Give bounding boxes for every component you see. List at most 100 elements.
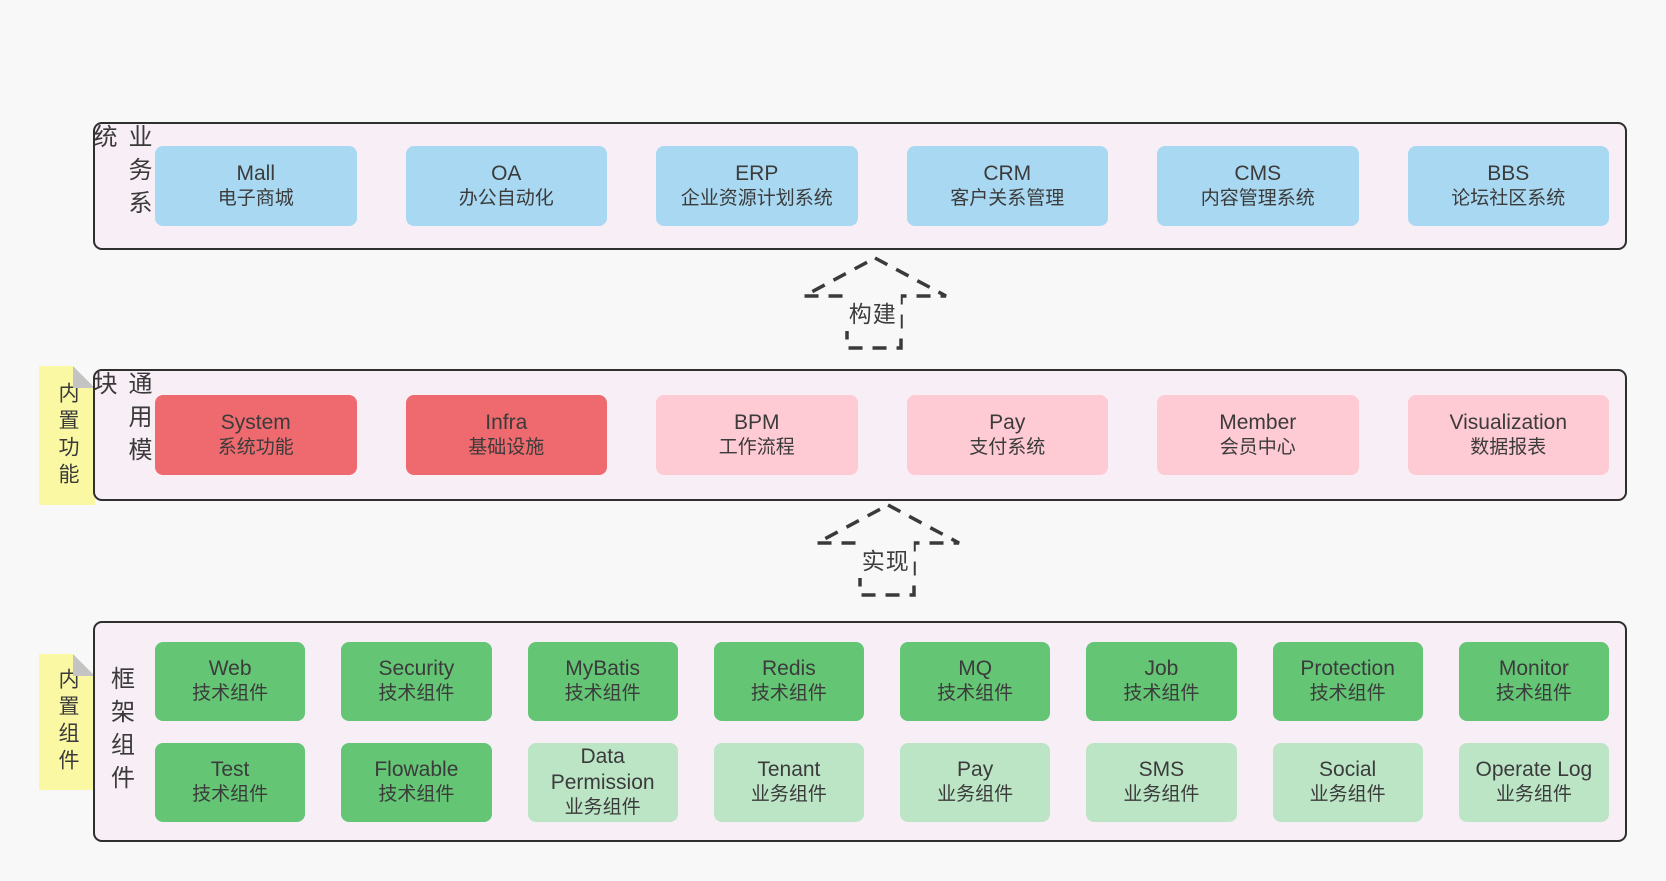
module-desc: 业务组件: [564, 797, 641, 819]
module-name: OA: [491, 162, 522, 185]
sticky-note-label: 内置组件: [56, 668, 79, 776]
arrow-implement-label: 实现: [857, 540, 914, 578]
module-name: Tenant: [757, 757, 821, 781]
module-name: Security: [378, 656, 455, 680]
module-name: Flowable: [374, 757, 459, 781]
module-desc: 技术组件: [564, 683, 641, 705]
module-desc: 业务组件: [937, 784, 1014, 806]
module-box-crm: CRM 客户关系管理: [906, 146, 1108, 226]
module-box-pay: Pay 业务组件: [900, 742, 1051, 822]
module-desc: 技术组件: [192, 784, 269, 806]
panel-side-label-business: 业务系统: [89, 124, 151, 223]
module-box-web: Web 技术组件: [155, 641, 306, 721]
module-box-redis: Redis 技术组件: [713, 641, 864, 721]
module-name: Protection: [1300, 656, 1395, 680]
module-name: Monitor: [1498, 656, 1569, 680]
module-name: System: [220, 411, 291, 434]
module-box-job: Job 技术组件: [1086, 641, 1237, 721]
module-desc: 技术组件: [378, 784, 455, 806]
module-desc: 基础设施: [468, 437, 545, 459]
module-desc: 系统功能: [217, 437, 294, 459]
module-box-social: Social 业务组件: [1272, 742, 1423, 822]
module-desc: 论坛社区系统: [1451, 188, 1566, 210]
module-desc: 企业资源计划系统: [680, 188, 833, 210]
module-name: Web: [208, 656, 252, 680]
panel-side-label-framework: 框架组件: [106, 665, 134, 798]
module-box-pay: Pay 支付系统: [906, 395, 1108, 475]
arrow-implement: 实现: [813, 502, 963, 598]
module-desc: 支付系统: [969, 437, 1046, 459]
module-desc: 技术组件: [1309, 683, 1386, 705]
module-desc: 技术组件: [937, 683, 1014, 705]
module-name: Social: [1319, 757, 1377, 781]
module-box-erp: ERP 企业资源计划系统: [656, 146, 858, 226]
sticky-note-label: 内置功能: [56, 381, 79, 490]
module-name: Operate Log: [1475, 757, 1593, 781]
module-desc: 业务组件: [750, 784, 827, 806]
module-desc: 业务组件: [1309, 784, 1386, 806]
arrow-build-label: 构建: [844, 293, 901, 331]
module-desc: 业务组件: [1495, 784, 1572, 806]
module-box-infra: Infra 基础设施: [405, 395, 607, 475]
module-box-monitor: Monitor 技术组件: [1458, 641, 1609, 721]
module-box-sms: SMS 业务组件: [1086, 742, 1237, 822]
module-desc: 技术组件: [192, 683, 269, 705]
panel-side-label-common: 通用模块: [89, 371, 151, 470]
module-box-protection: Protection 技术组件: [1272, 641, 1423, 721]
module-desc: 会员中心: [1219, 437, 1296, 459]
sticky-note-builtin-functions: 内置功能: [39, 366, 95, 505]
module-box-mq: MQ 技术组件: [900, 641, 1051, 721]
module-name: BPM: [733, 411, 780, 434]
module-name: Pay: [957, 757, 994, 781]
module-desc: 电子商城: [217, 188, 294, 210]
module-box-flowable: Flowable 技术组件: [341, 742, 492, 822]
module-name: MQ: [958, 656, 993, 680]
module-box-mall: Mall 电子商城: [155, 146, 357, 226]
module-name: Pay: [989, 411, 1026, 434]
module-box-operate-log: Operate Log 业务组件: [1458, 742, 1609, 822]
sticky-note-builtin-components: 内置组件: [39, 654, 95, 790]
module-desc: 技术组件: [1123, 683, 1200, 705]
module-name: CMS: [1234, 162, 1282, 185]
module-name: SMS: [1138, 757, 1185, 781]
module-name: CRM: [983, 162, 1032, 185]
module-box-cms: CMS 内容管理系统: [1157, 146, 1359, 226]
module-box-visualization: Visualization 数据报表: [1407, 395, 1609, 475]
module-desc: 技术组件: [1495, 683, 1572, 705]
folded-corner-icon: [73, 654, 95, 676]
module-box-system: System 系统功能: [155, 395, 357, 475]
module-name: Job: [1144, 656, 1179, 680]
module-desc: 客户关系管理: [950, 188, 1065, 210]
module-name: Mall: [236, 162, 275, 185]
up-arrow-icon: [816, 503, 960, 597]
module-desc: 业务组件: [1123, 784, 1200, 806]
arrow-build: 构建: [800, 255, 950, 351]
module-name: Infra: [485, 411, 528, 434]
module-name: Data Permission: [550, 744, 655, 795]
module-desc: 内容管理系统: [1200, 188, 1315, 210]
module-name: Visualization: [1449, 411, 1568, 434]
module-desc: 数据报表: [1470, 437, 1547, 459]
module-name: MyBatis: [565, 656, 640, 680]
module-name: Redis: [762, 656, 816, 680]
module-name: ERP: [735, 162, 779, 185]
module-desc: 技术组件: [750, 683, 827, 705]
